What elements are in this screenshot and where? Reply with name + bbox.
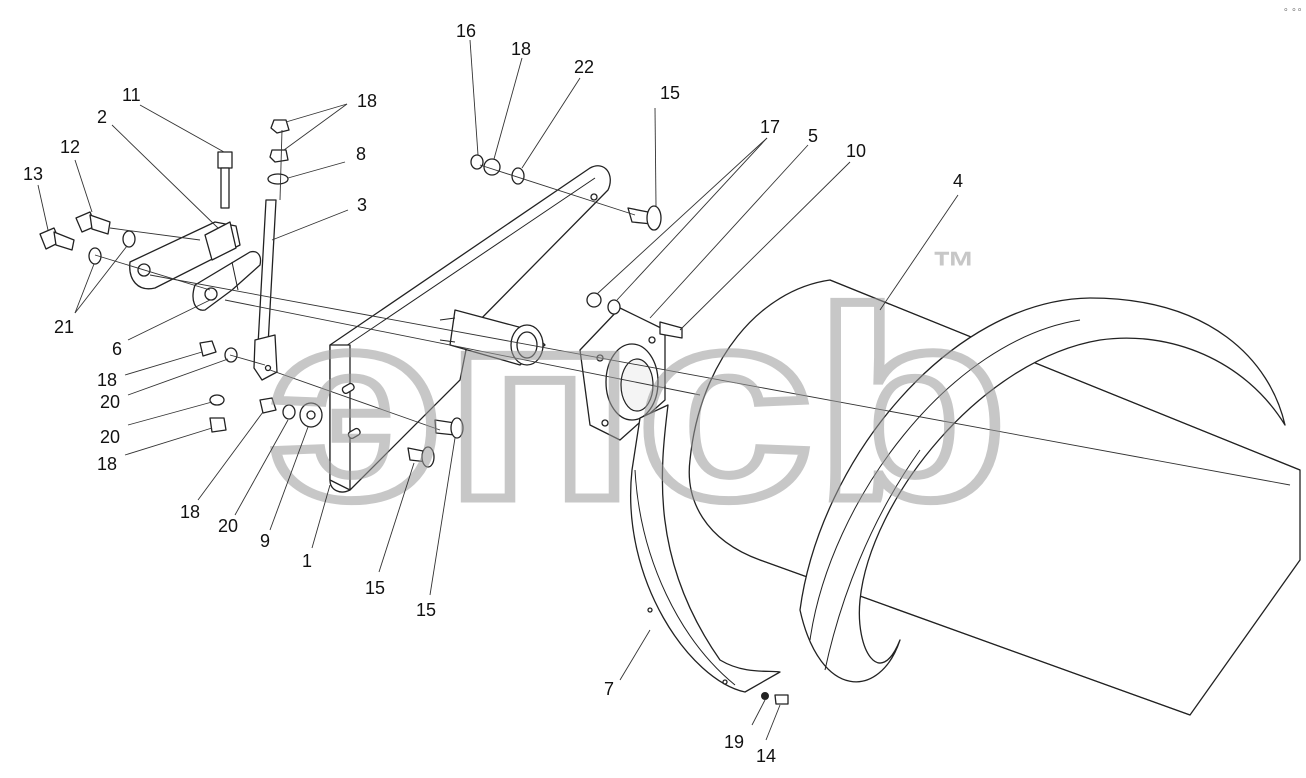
- callout-12: 12: [60, 137, 80, 157]
- callout-14: 14: [756, 746, 776, 766]
- callout-15-top: 15: [660, 83, 680, 103]
- assembly-axis-lines: [94, 129, 1291, 486]
- callout-9: 9: [260, 531, 270, 551]
- auger-drum: [688, 279, 1301, 716]
- callout-3: 3: [357, 195, 367, 215]
- watermark: эпсb ™: [264, 243, 1013, 561]
- callout-18-bottom: 18: [180, 502, 200, 522]
- callout-10: 10: [846, 141, 866, 161]
- callout-leaders: [37, 39, 959, 741]
- bearing-housing: [579, 307, 666, 441]
- beam-tube: [439, 309, 546, 366]
- callout-18-top: 18: [357, 91, 377, 111]
- callout-21: 21: [54, 317, 74, 337]
- callout-18-upper: 18: [511, 39, 531, 59]
- callout-19: 19: [724, 732, 744, 752]
- watermark-text: эпсb: [268, 255, 1008, 556]
- callout-labels: 1 2 3 4 5 6 7 8 9 10 11 12 13 14 15 15 1…: [23, 21, 963, 766]
- bracket-plates: [129, 221, 262, 311]
- callout-15-low: 15: [416, 600, 436, 620]
- bolt-11: [217, 151, 233, 209]
- callout-20-lower: 20: [100, 427, 120, 447]
- fasteners: [199, 119, 789, 705]
- callout-15-mid: 15: [365, 578, 385, 598]
- callout-8: 8: [356, 144, 366, 164]
- callout-18-left: 18: [97, 370, 117, 390]
- callout-1: 1: [302, 551, 312, 571]
- callout-13: 13: [23, 164, 43, 184]
- callout-4: 4: [953, 171, 963, 191]
- callout-22: 22: [574, 57, 594, 77]
- callout-16: 16: [456, 21, 476, 41]
- callout-18-lower: 18: [97, 454, 117, 474]
- watermark-trademark: ™: [932, 243, 976, 292]
- callout-5: 5: [808, 126, 818, 146]
- callout-17: 17: [760, 117, 780, 137]
- callout-6: 6: [112, 339, 122, 359]
- callout-7: 7: [604, 679, 614, 699]
- corner-mark: ∘ ∘∘: [1283, 4, 1302, 14]
- callout-20-upper: 20: [100, 392, 120, 412]
- callout-20-bottom: 20: [218, 516, 238, 536]
- bolts-and-washers-left: [39, 211, 136, 265]
- scraper-blade: [630, 404, 781, 693]
- callout-2: 2: [97, 107, 107, 127]
- adjusting-rod: [253, 199, 278, 381]
- callout-11: 11: [122, 85, 141, 105]
